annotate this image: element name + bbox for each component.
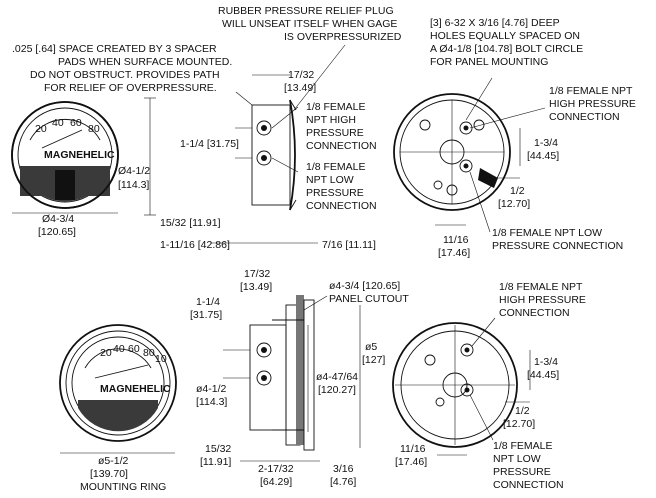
dim-2-17-32-mm: [64.29]	[260, 476, 292, 488]
low-side-top-2: NPT LOW	[306, 174, 354, 186]
side-view-top	[235, 91, 297, 211]
spacer-line-1: .025 [.64] SPACE CREATED BY 3 SPACER	[12, 43, 217, 55]
dim-1-34-top: 1-3/4	[534, 137, 558, 149]
high-rear-bot-1: 1/8 FEMALE NPT	[499, 281, 583, 293]
front-view-bottom-gauge: 20 40 60 80 10 MAGNEHELIC	[59, 324, 177, 442]
low-rear-bot-3: PRESSURE	[493, 466, 551, 478]
dim-1-2-bot: 1/2	[515, 405, 530, 417]
dim-17-32-bot-mm: [13.49]	[240, 281, 272, 293]
holes-line-1: [3] 6-32 X 3/16 [4.76] DEEP	[430, 17, 560, 29]
high-side-top-2: NPT HIGH	[306, 114, 356, 126]
dim-4-12-bot-mm: [114.3]	[196, 396, 227, 408]
dim-5-mm: [127]	[362, 354, 385, 366]
low-rear-top-1: 1/8 FEMALE NPT LOW	[492, 227, 602, 239]
high-rear-bot-3: CONNECTION	[499, 307, 570, 319]
rubber-plug-line-2: WILL UNSEAT ITSELF WHEN GAGE	[222, 18, 397, 30]
dim-1-11-16: 1-11/16 [42.86]	[160, 239, 230, 251]
spacer-line-3: DO NOT OBSTRUCT. PROVIDES PATH	[30, 69, 220, 81]
dim-15-32-bot-mm: [11.91]	[200, 456, 231, 468]
rear-view-bottom	[392, 322, 518, 448]
dim-15-32-bot: 15/32	[205, 443, 231, 455]
dim-4-12-top: Ø4-1/2	[118, 165, 150, 177]
holes-line-2: HOLES EQUALLY SPACED ON	[430, 30, 580, 42]
dim-11-16-top-mm: [17.46]	[438, 247, 470, 259]
dim-3-16: 3/16	[333, 463, 354, 475]
high-rear-bot-2: HIGH PRESSURE	[499, 294, 586, 306]
gauge-scale-20: 20	[35, 123, 47, 135]
low-side-top-4: CONNECTION	[306, 200, 377, 212]
panel-cutout-1: ø4-3/4 [120.65]	[329, 280, 400, 292]
dim-4-34-top-mm: [120.65]	[38, 226, 76, 238]
high-side-top-3: PRESSURE	[306, 127, 364, 139]
dim-17-32-top: 17/32	[288, 69, 314, 81]
dim-11-16-bot: 11/16	[400, 443, 426, 455]
low-rear-bot-1: 1/8 FEMALE	[493, 440, 553, 452]
low-rear-bot-4: CONNECTION	[493, 479, 564, 491]
high-rear-top-2: HIGH PRESSURE	[549, 98, 636, 110]
dim-1-34-bot: 1-3/4	[534, 356, 558, 368]
dim-15-32-top: 15/32 [11.91]	[160, 217, 221, 229]
rubber-plug-line-3: IS OVERPRESSURIZED	[284, 31, 402, 43]
annotations: RUBBER PRESSURE RELIEF PLUG WILL UNSEAT …	[12, 5, 636, 493]
gauge-brand: MAGNEHELIC	[44, 149, 115, 161]
dim-2-17-32: 2-17/32	[258, 463, 294, 475]
dim-4-12-top-mm: [114.3]	[118, 179, 149, 191]
spacer-line-4: FOR RELIEF OF OVERPRESSURE.	[44, 82, 217, 94]
gauge-scale-60: 60	[70, 117, 82, 129]
panel-cutout-2: PANEL CUTOUT	[329, 293, 409, 305]
dim-4-12-bot: ø4-1/2	[196, 383, 227, 395]
dim-17-32-top-mm: [13.49]	[284, 82, 316, 94]
dim-7-16: 7/16 [11.11]	[322, 239, 376, 251]
dim-1-14-top: 1-1/4 [31.75]	[180, 138, 239, 150]
dim-1-2-top: 1/2	[510, 185, 525, 197]
gauge-bottom-scale-10: 10	[155, 353, 167, 365]
holes-line-4: FOR PANEL MOUNTING	[430, 56, 548, 68]
holes-line-3: A Ø4-1/8 [104.78] BOLT CIRCLE	[430, 43, 583, 55]
dim-1-14-bot: 1-1/4	[196, 296, 220, 308]
gauge-bottom-scale-80: 80	[143, 347, 155, 359]
high-rear-top-1: 1/8 FEMALE NPT	[549, 85, 633, 97]
low-side-top-3: PRESSURE	[306, 187, 364, 199]
dim-4-47-64-mm: [120.27]	[318, 384, 356, 396]
dim-1-2-bot-mm: [12.70]	[503, 418, 535, 430]
gauge-bottom-scale-60: 60	[128, 343, 140, 355]
dim-5-12: ø5-1/2	[98, 455, 129, 467]
dim-1-34-bot-mm: [44.45]	[527, 369, 559, 381]
dim-4-47-64: ø4-47/64	[316, 371, 358, 383]
dim-11-16-top: 11/16	[443, 234, 469, 246]
dim-4-34-top: Ø4-3/4	[42, 213, 74, 225]
gauge-bottom-scale-20: 20	[100, 347, 112, 359]
dim-5: ø5	[365, 341, 377, 353]
gauge-scale-40: 40	[52, 117, 64, 129]
low-rear-bot-2: NPT LOW	[493, 453, 541, 465]
mounting-ring-label: MOUNTING RING	[80, 481, 166, 493]
gauge-bottom-brand: MAGNEHELIC	[100, 383, 171, 395]
high-side-top-1: 1/8 FEMALE	[306, 101, 366, 113]
side-view-bottom	[249, 295, 315, 451]
low-rear-top-2: PRESSURE CONNECTION	[492, 240, 623, 252]
low-side-top-1: 1/8 FEMALE	[306, 161, 366, 173]
dim-11-16-bot-mm: [17.46]	[395, 456, 427, 468]
dim-1-34-top-mm: [44.45]	[527, 150, 559, 162]
high-side-top-4: CONNECTION	[306, 140, 377, 152]
dim-1-2-top-mm: [12.70]	[498, 198, 530, 210]
rear-view-top	[393, 93, 511, 211]
dim-5-12-mm: [139.70]	[90, 468, 128, 480]
high-rear-top-3: CONNECTION	[549, 111, 620, 123]
dim-3-16-mm: [4.76]	[330, 476, 356, 488]
dim-17-32-bot: 17/32	[244, 268, 270, 280]
front-view-top-gauge: 20 40 60 80 MAGNEHELIC	[11, 101, 119, 209]
rubber-plug-line-1: RUBBER PRESSURE RELIEF PLUG	[218, 5, 394, 17]
dim-1-14-bot-mm: [31.75]	[190, 309, 222, 321]
gauge-bottom-scale-40: 40	[113, 343, 125, 355]
spacer-line-2: PADS WHEN SURFACE MOUNTED.	[58, 56, 232, 68]
gauge-scale-80: 80	[88, 123, 100, 135]
